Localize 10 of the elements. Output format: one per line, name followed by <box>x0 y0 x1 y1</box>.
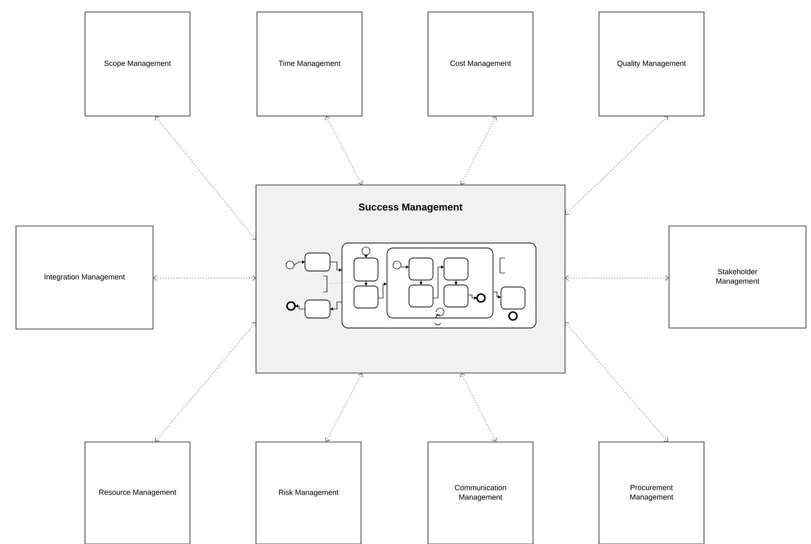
arrow <box>460 373 497 442</box>
arrow <box>565 275 669 281</box>
arrow <box>154 116 256 240</box>
arrow <box>325 373 363 442</box>
arrow <box>325 116 363 185</box>
arrow <box>460 116 497 185</box>
arrow <box>153 275 256 281</box>
arrow <box>155 322 256 442</box>
arrow <box>565 322 668 442</box>
arrow <box>565 116 668 215</box>
